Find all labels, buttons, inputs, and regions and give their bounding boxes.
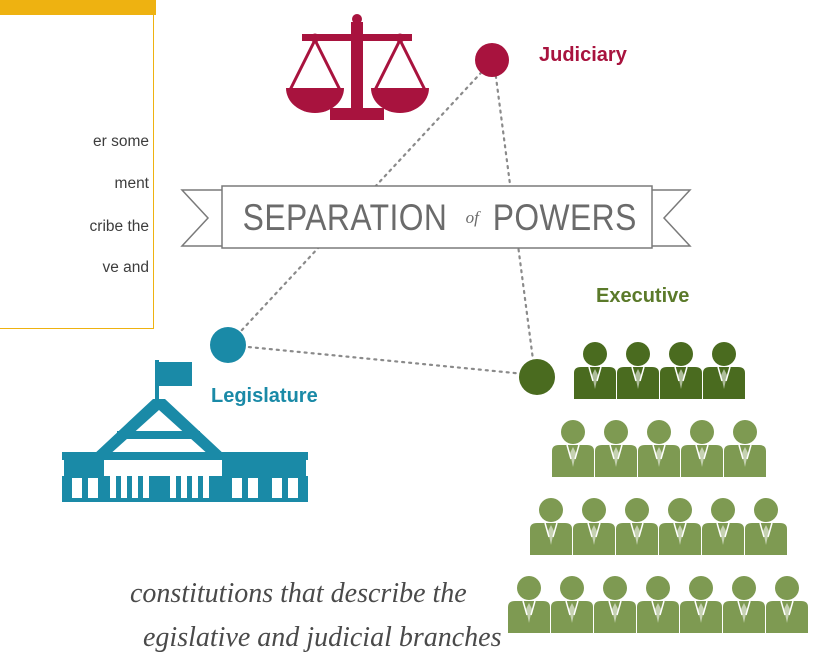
separation-of-powers-banner: [180, 185, 692, 249]
person-icon: [723, 576, 765, 633]
person-icon: [724, 420, 766, 477]
person-icon: [659, 498, 701, 555]
judiciary-label: Judiciary: [539, 44, 627, 66]
person-icon: [638, 420, 680, 477]
person-icon: [617, 342, 659, 399]
legislature-label: Legislature: [211, 385, 318, 407]
caption-line-2: egislative and judicial branches: [143, 622, 502, 653]
person-icon: [551, 576, 593, 633]
people-group-icon: [508, 342, 808, 633]
info-box: er some ment cribe the ve and: [0, 15, 154, 329]
connector-judiciary-legislature: [226, 60, 493, 347]
caption-line-1: constitutions that describe the: [130, 578, 467, 609]
person-icon: [680, 576, 722, 633]
banner-title: SEPARATION of POWERS: [230, 196, 644, 240]
connector-legislature-executive: [226, 343, 537, 377]
banner-word-of: of: [465, 208, 479, 227]
judiciary-node: [475, 43, 509, 77]
banner-word-separation: SEPARATION: [242, 197, 447, 238]
scales-icon: [286, 14, 429, 120]
person-icon: [703, 342, 745, 399]
info-box-header-bar: [0, 0, 156, 15]
person-icon: [574, 342, 616, 399]
info-box-line: er some: [93, 133, 149, 150]
person-icon: [702, 498, 744, 555]
info-box-line: ment: [114, 175, 149, 192]
person-icon: [530, 498, 572, 555]
legislature-node: [210, 327, 246, 363]
person-icon: [573, 498, 615, 555]
person-icon: [595, 420, 637, 477]
person-icon: [660, 342, 702, 399]
banner-word-powers: POWERS: [492, 197, 637, 238]
executive-label: Executive: [596, 285, 690, 307]
person-icon: [594, 576, 636, 633]
person-icon: [508, 576, 550, 633]
info-box-line: ve and: [102, 259, 149, 276]
person-icon: [681, 420, 723, 477]
person-icon: [745, 498, 787, 555]
executive-node: [519, 359, 555, 395]
info-box-line: cribe the: [89, 218, 149, 235]
person-icon: [552, 420, 594, 477]
person-icon: [616, 498, 658, 555]
person-icon: [766, 576, 808, 633]
parliament-house-icon: [62, 360, 308, 502]
person-icon: [637, 576, 679, 633]
